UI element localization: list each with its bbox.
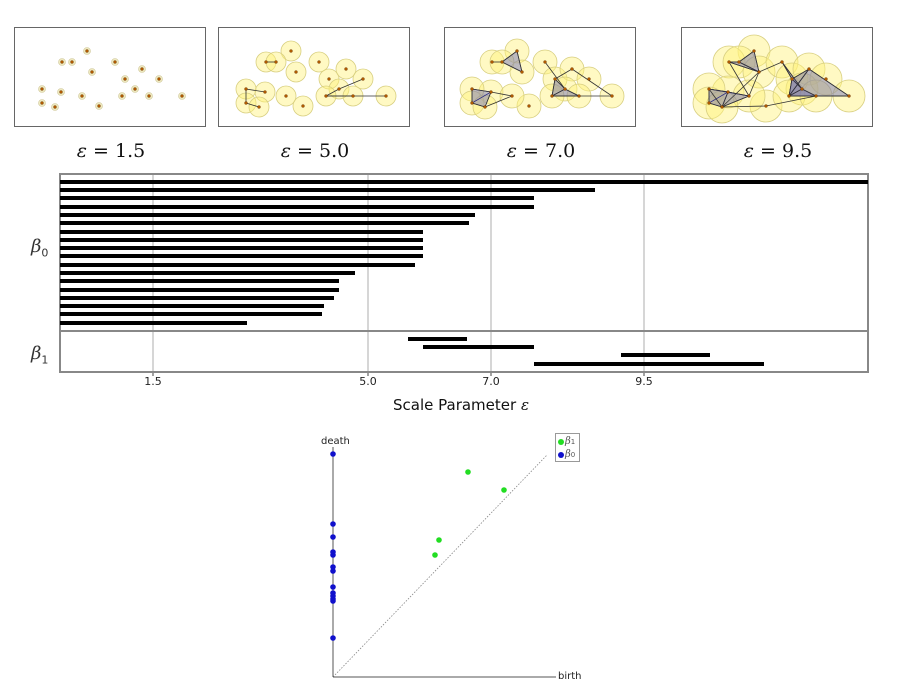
epsilon-label-1: ε = 1.5 [76,140,146,162]
filtration-panel-4 [681,27,873,127]
tick-label-9-5: 9.5 [635,375,653,388]
epsilon-label-2: ε = 5.0 [280,140,350,162]
filtration-panel-1 [14,27,206,127]
barcode-x-axis-label: Scale Parameter ε [393,396,530,414]
beta1-row-label: β1 [31,343,49,367]
point-cloud-eps-7-0 [459,38,625,120]
filtration-panel-2 [218,27,410,127]
green-dot-icon [558,438,564,445]
epsilon-label-3: ε = 7.0 [506,140,576,162]
beta0-row-label: β0 [31,236,49,260]
tick-label-1-5: 1.5 [144,375,162,388]
pd-x-axis-label: birth [558,671,582,682]
point-cloud-eps-9-5 [692,34,866,124]
point-cloud-eps-5-0 [235,40,397,118]
pd-y-axis-label: death [321,436,350,447]
epsilon-label-4: ε = 9.5 [743,140,813,162]
tick-label-7-0: 7.0 [482,375,500,388]
blue-dot-icon [558,451,564,458]
point-cloud-eps-1-5 [38,47,186,111]
tick-label-5-0: 5.0 [359,375,377,388]
filtration-panel-3 [444,27,636,127]
